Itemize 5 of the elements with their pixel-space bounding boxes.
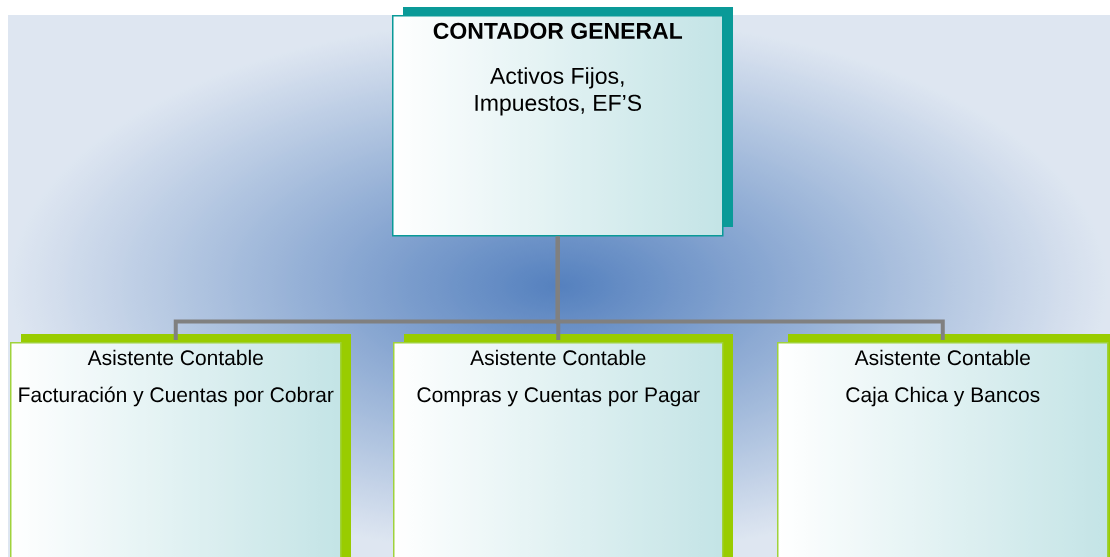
- org-box: CONTADOR GENERAL Activos Fijos, Impuestos, EF’S: [392, 7, 733, 237]
- org-box: Asistente Contable Caja Chica y Bancos: [777, 334, 1110, 557]
- org-box: Asistente Contable Facturación y Cuentas por Cobrar: [10, 334, 351, 557]
- connector-line: [555, 236, 945, 340]
- org-box: Asistente Contable Compras y Cuentas por Pagar: [393, 334, 733, 557]
